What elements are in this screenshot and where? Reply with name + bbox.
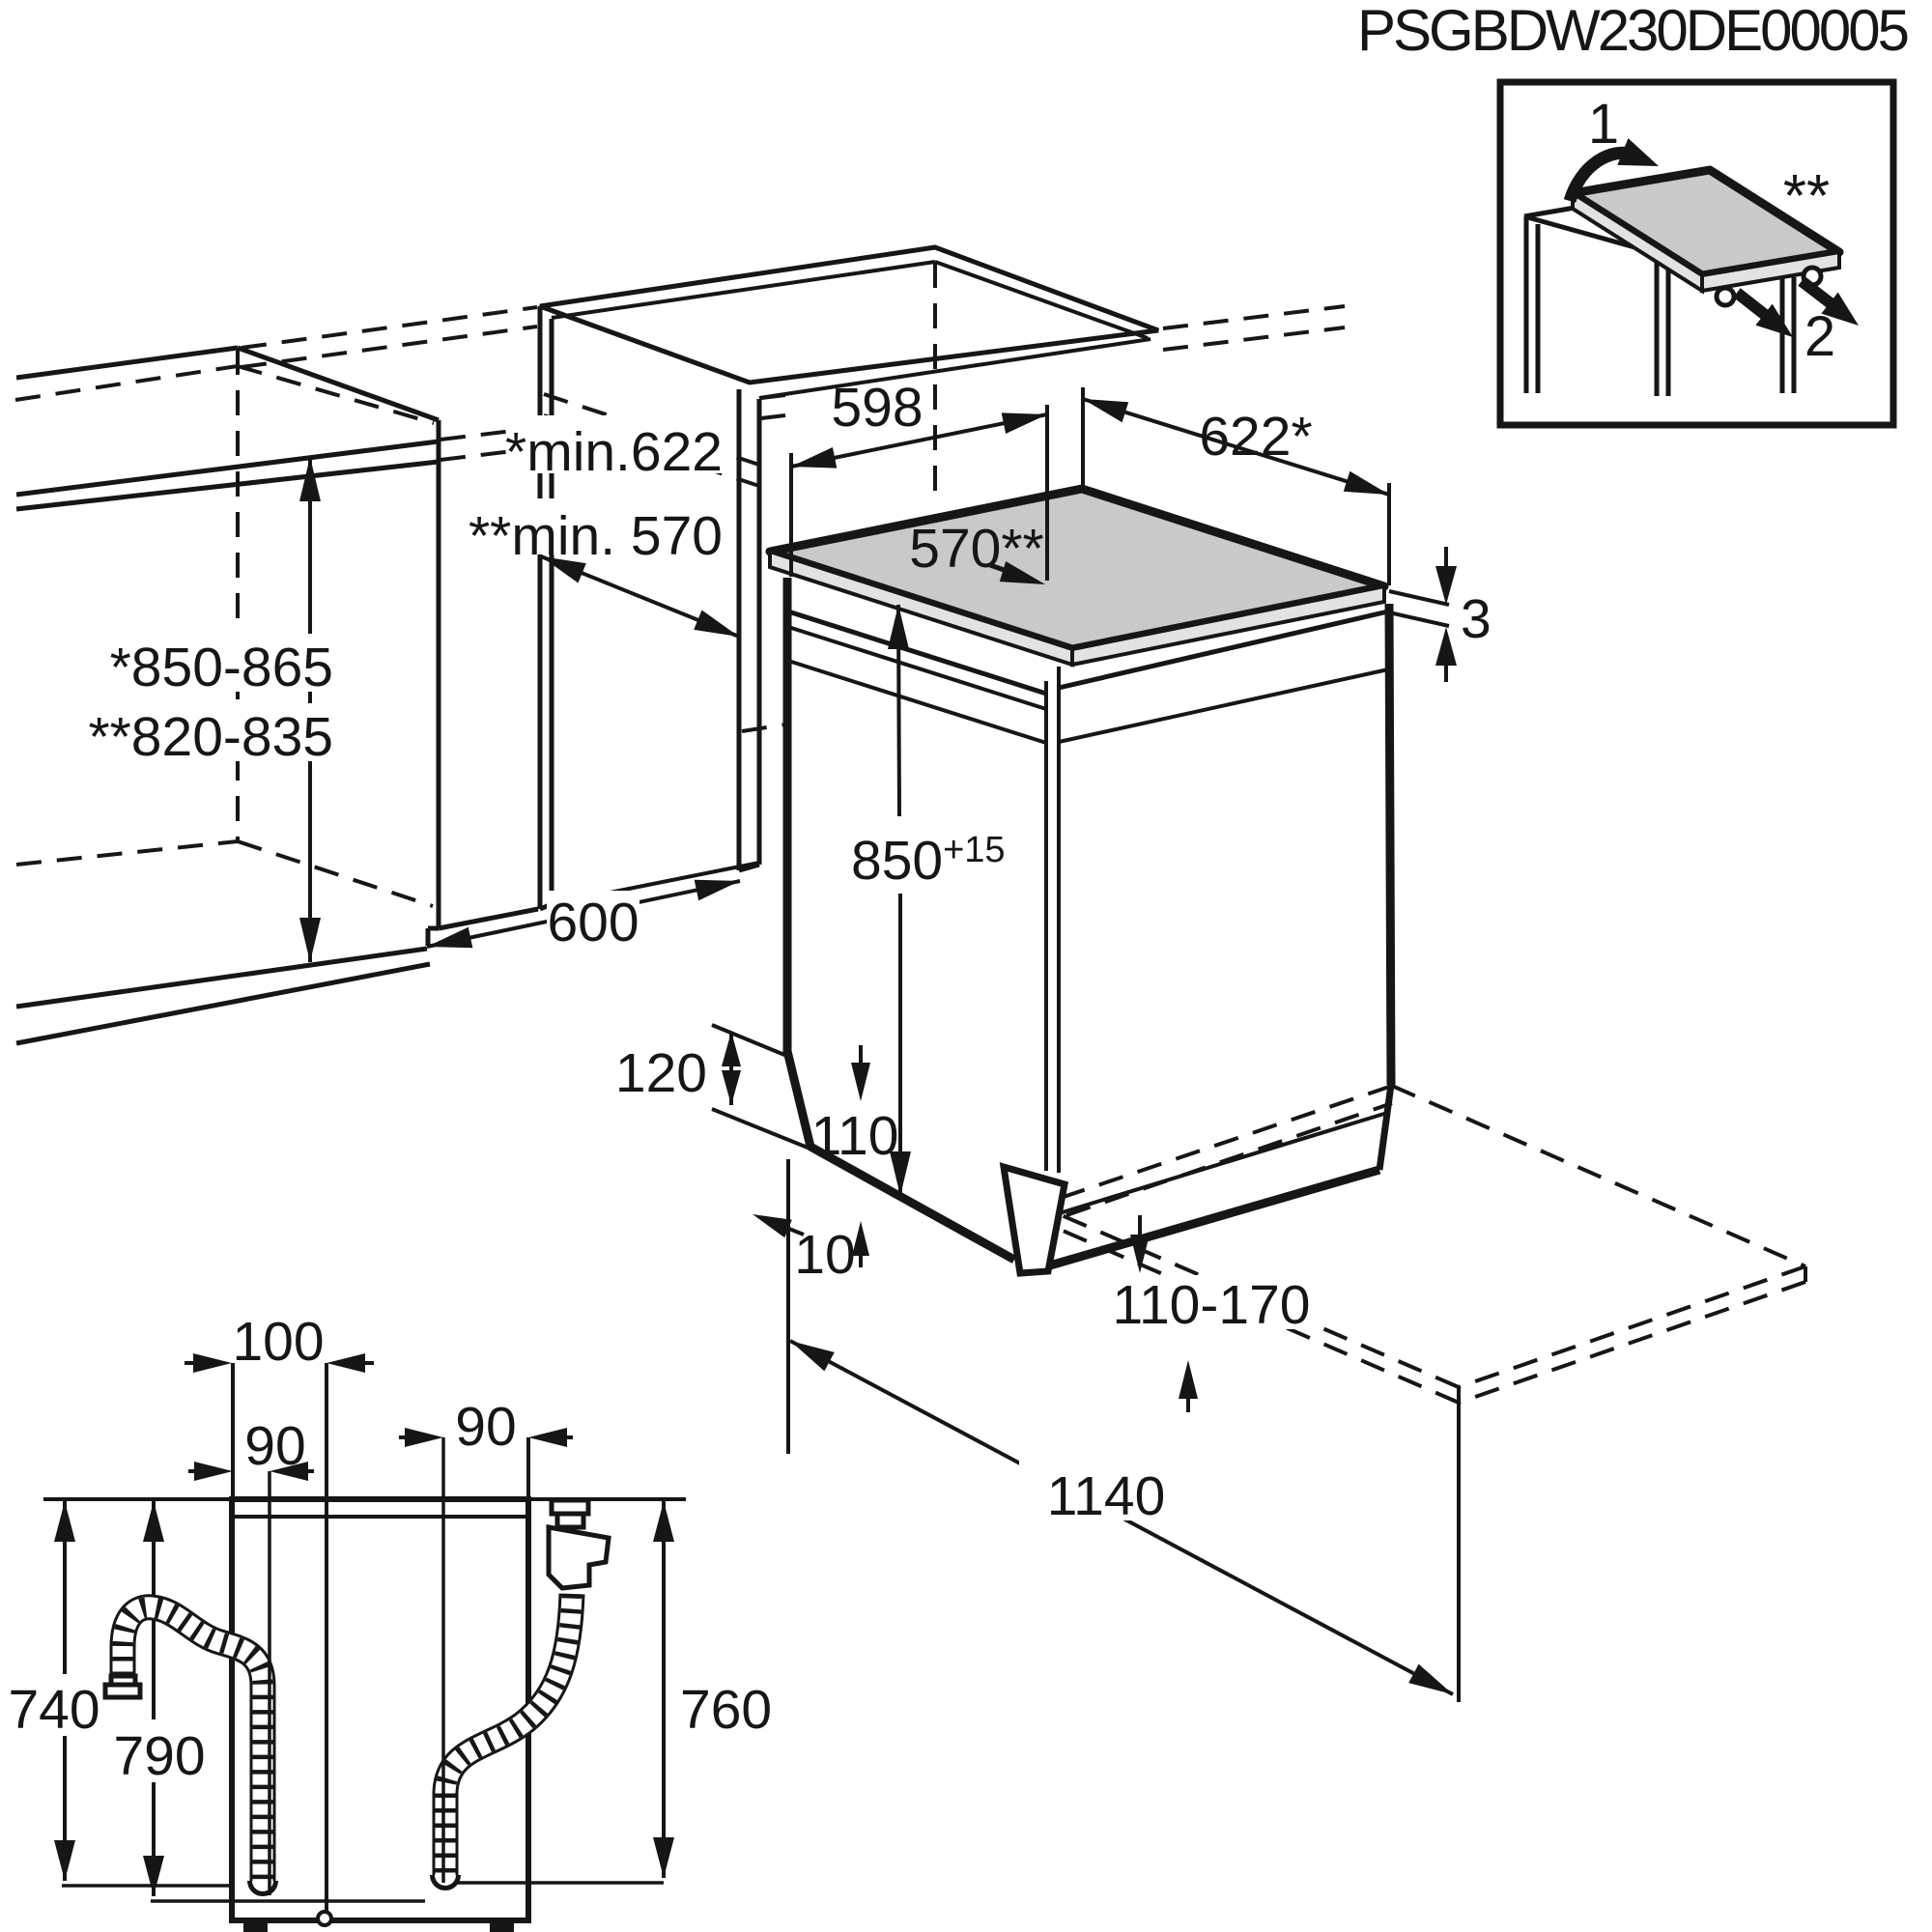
svg-text:PSGBDW230DE00005: PSGBDW230DE00005 bbox=[1357, 0, 1908, 63]
svg-text:600: 600 bbox=[547, 892, 639, 953]
svg-text:110: 110 bbox=[811, 1105, 899, 1167]
svg-text:760: 760 bbox=[680, 1679, 772, 1741]
svg-text:570**: 570** bbox=[909, 518, 1043, 580]
svg-text:622*: 622* bbox=[1199, 406, 1312, 468]
svg-text:740: 740 bbox=[8, 1679, 99, 1741]
svg-text:110-170: 110-170 bbox=[1113, 1274, 1311, 1336]
svg-text:1: 1 bbox=[1588, 93, 1619, 156]
svg-text:10: 10 bbox=[794, 1224, 855, 1286]
svg-text:90: 90 bbox=[455, 1396, 516, 1458]
svg-text:598: 598 bbox=[831, 377, 923, 439]
svg-text:790: 790 bbox=[113, 1725, 205, 1787]
svg-text:**: ** bbox=[1783, 163, 1830, 230]
svg-text:2: 2 bbox=[1804, 305, 1835, 368]
svg-text:1140: 1140 bbox=[1047, 1465, 1166, 1527]
svg-text:**820-835: **820-835 bbox=[88, 706, 333, 768]
svg-text:*min.622: *min.622 bbox=[505, 421, 723, 483]
svg-text:100: 100 bbox=[232, 1311, 324, 1373]
svg-text:120: 120 bbox=[615, 1042, 707, 1104]
svg-text:3: 3 bbox=[1461, 588, 1492, 650]
svg-text:**min. 570: **min. 570 bbox=[469, 505, 723, 567]
svg-text:*850-865: *850-865 bbox=[110, 637, 333, 698]
